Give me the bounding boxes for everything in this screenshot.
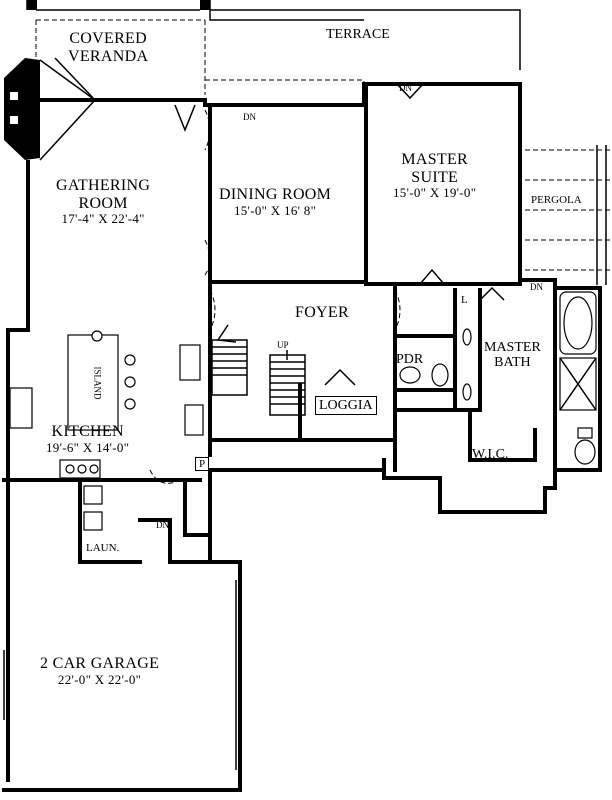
pergola-label: PERGOLA: [531, 194, 582, 207]
gathering-room-line1: GATHERING: [56, 177, 151, 194]
dining-room-name: DINING ROOM: [219, 186, 332, 203]
foyer-label: FOYER: [295, 304, 349, 321]
kitchen-fixtures: [9, 330, 204, 479]
master-bath-label: MASTER BATH: [484, 340, 541, 371]
master-suite-line1: MASTER: [401, 151, 469, 168]
dining-room-label: DINING ROOM 15'-0" X 16' 8": [219, 186, 331, 218]
master-bath-line1: MASTER: [484, 340, 541, 355]
dining-steps-down-label: DN: [243, 112, 256, 122]
pergola-steps-down-label: DN: [530, 282, 543, 292]
linen-label: L: [461, 294, 468, 306]
garage-windows: [3, 580, 237, 791]
garage-dims: 22'-0" X 22'-0": [57, 671, 142, 687]
loggia-label: LOGGIA: [315, 396, 377, 416]
laundry-steps-down-label: DN: [156, 520, 169, 530]
suite-steps-down-label: DN: [399, 83, 412, 93]
kitchen-label: KITCHEN 19'-6" X 14'-0": [46, 423, 129, 455]
garage-label: 2 CAR GARAGE 22'-0" X 22'-0": [40, 655, 159, 687]
gathering-room-dims: 17'-4" X 22'-4": [61, 211, 145, 227]
pergola-structure: [525, 145, 610, 285]
covered-veranda-line1: COVERED: [69, 30, 147, 47]
master-bath-line2: BATH: [494, 355, 531, 371]
gathering-room-label: GATHERING ROOM 17'-4" X 22'-4": [56, 177, 150, 226]
master-suite-dims: 15'-0" X 19'-0": [393, 185, 477, 201]
stair-treads: [211, 339, 306, 416]
bath-fixtures: [399, 291, 597, 465]
laundry-fixtures: [83, 485, 103, 531]
island-label: ISLAND: [92, 366, 103, 400]
gathering-room-line2: ROOM: [78, 194, 128, 212]
pdr-label: PDR: [396, 352, 424, 367]
interior-walls: [78, 82, 557, 564]
bay-window: [4, 57, 97, 161]
stairs-up-label: UP: [277, 340, 289, 350]
pantry-label: P: [195, 457, 210, 472]
master-suite-line2: SUITE: [411, 168, 459, 186]
covered-veranda-label: COVERED VERANDA: [68, 30, 148, 65]
garage-name: 2 CAR GARAGE: [40, 655, 160, 672]
laundry-label: LAUN.: [86, 542, 120, 554]
wic-label: W.I.C.: [472, 447, 509, 462]
master-suite-label: MASTER SUITE 15'-0" X 19'-0": [393, 151, 476, 200]
kitchen-dims: 19'-6" X 14'-0": [46, 439, 130, 455]
kitchen-name: KITCHEN: [51, 423, 124, 440]
dining-room-dims: 15'-0" X 16' 8": [233, 202, 317, 218]
covered-veranda-line2: VERANDA: [68, 47, 149, 65]
terrace-label: TERRACE: [326, 27, 390, 42]
terrace-outline: [26, 0, 521, 105]
